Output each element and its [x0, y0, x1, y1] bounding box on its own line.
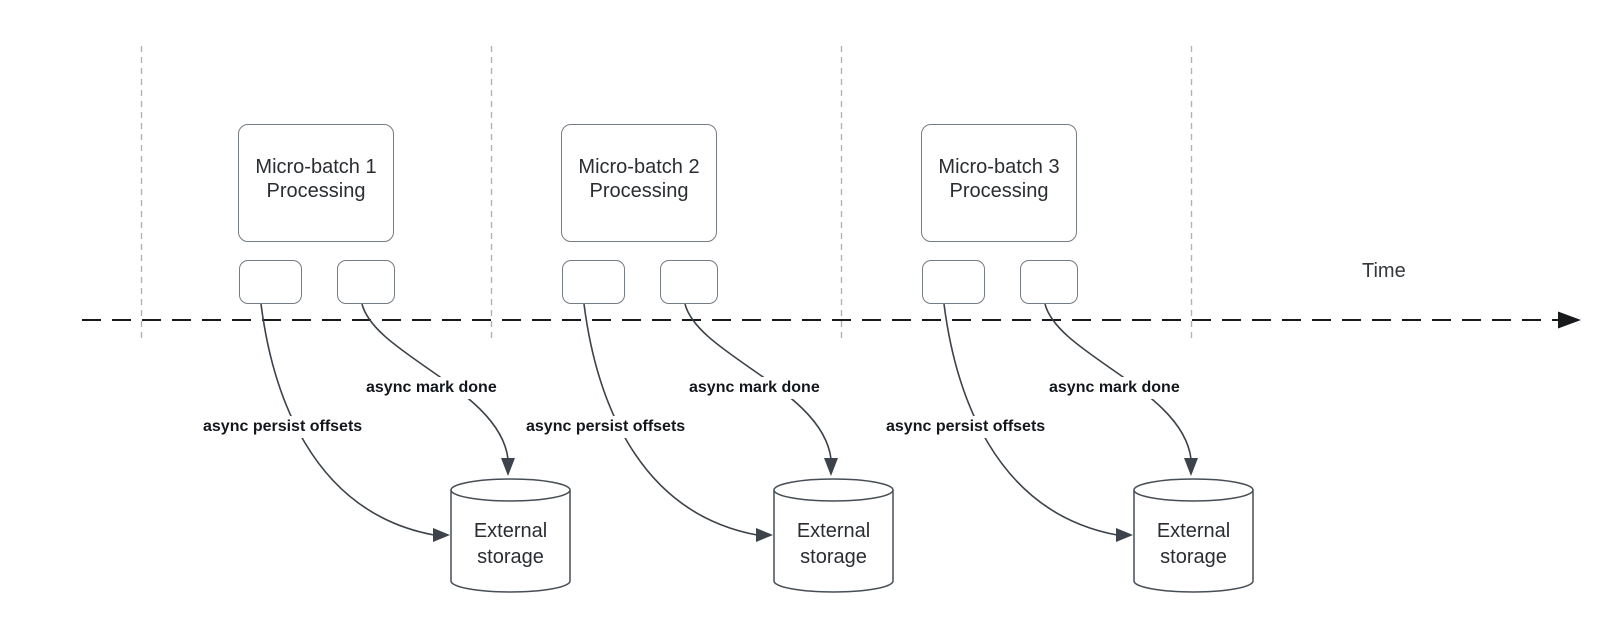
mark-done-arrow-1 — [361, 303, 509, 460]
time-axis-label: Time — [1362, 260, 1406, 282]
storage-cylinder-body-2 — [773, 490, 894, 593]
storage-cylinder-body-1 — [450, 490, 571, 593]
time-axis — [82, 311, 1581, 329]
persist-offsets-arrowhead-icon — [1116, 528, 1133, 542]
interval-gridlines — [140, 46, 1193, 339]
mark-done-arrow-3 — [1044, 303, 1192, 460]
storage-cylinder-top-3 — [1133, 478, 1254, 502]
persist-offsets-arrowhead-icon — [433, 528, 450, 542]
persist-offsets-arrow-3 — [943, 303, 1118, 536]
mark-done-arrowhead-icon — [501, 458, 515, 476]
batch-3-flows — [943, 303, 1254, 593]
mark-done-arrowhead-icon — [1184, 458, 1198, 476]
mark-done-arrowhead-icon — [824, 458, 838, 476]
batch-2-flows — [583, 303, 894, 593]
storage-cylinder-body-3 — [1133, 490, 1254, 593]
time-axis-arrowhead-icon — [1558, 311, 1581, 329]
batch-1-flows — [260, 303, 571, 593]
persist-offsets-arrowhead-icon — [756, 528, 773, 542]
persist-offsets-arrow-2 — [583, 303, 758, 536]
storage-cylinder-top-1 — [450, 478, 571, 502]
storage-cylinder-top-2 — [773, 478, 894, 502]
persist-offsets-arrow-1 — [260, 303, 435, 536]
mark-done-arrow-2 — [684, 303, 832, 460]
